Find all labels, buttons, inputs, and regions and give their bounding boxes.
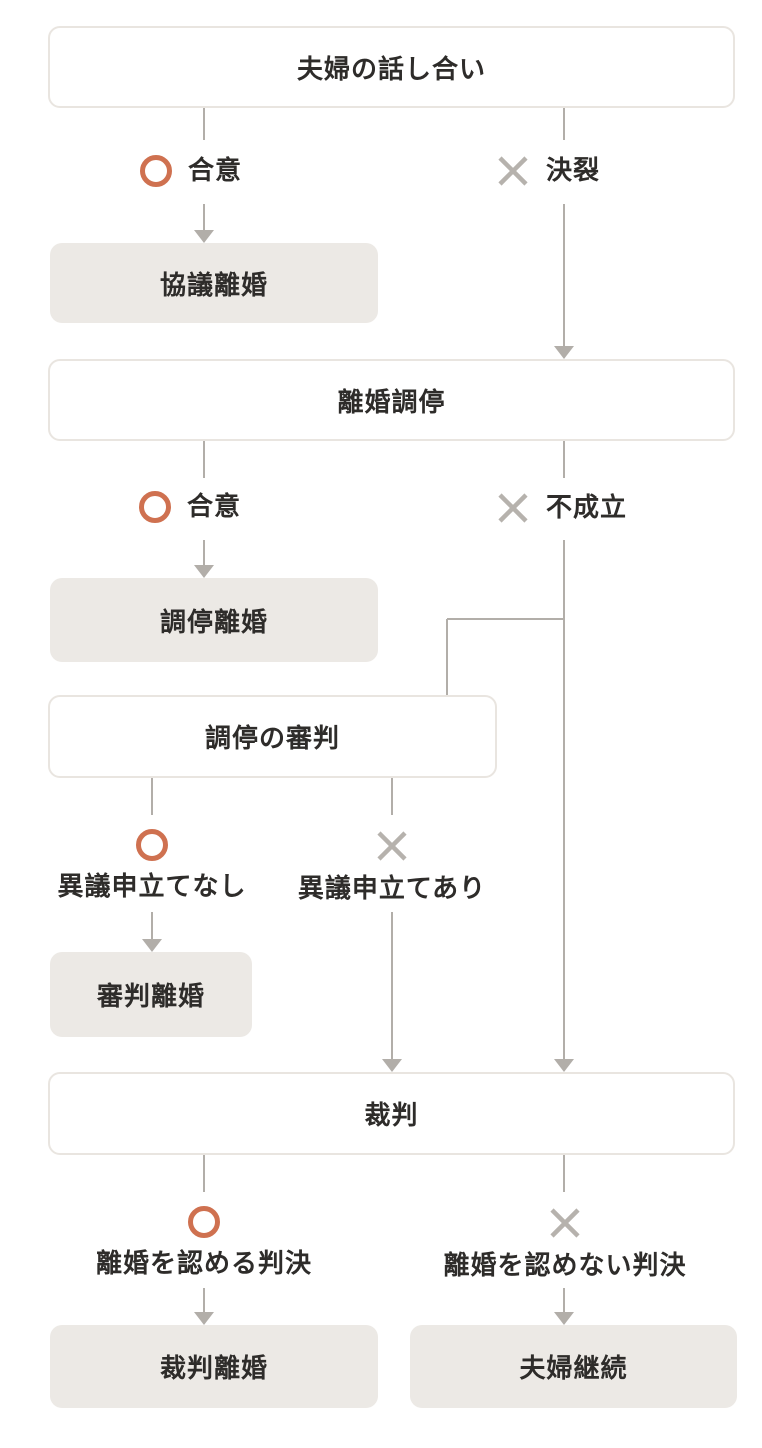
arrowhead-icon	[142, 939, 162, 952]
connector-line	[151, 912, 153, 941]
flow-node-chotei-no-shinpan: 調停の審判	[48, 695, 497, 778]
flow-node-shinpan-rikon: 審判離婚	[50, 952, 252, 1037]
connector-line	[203, 540, 205, 567]
flow-node-fuufu-no-hanashiai: 夫婦の話し合い	[48, 26, 735, 108]
elbow-connector-line	[446, 619, 448, 697]
branch-goui-1: 合意	[140, 155, 242, 187]
branch-label: 離婚を認める判決	[95, 1248, 312, 1278]
branch-label: 決裂	[546, 155, 601, 186]
arrowhead-icon	[194, 1312, 214, 1325]
flow-node-chotei-rikon: 調停離婚	[50, 578, 378, 662]
connector-line	[203, 1155, 205, 1192]
flow-node-label: 夫婦の話し合い	[296, 53, 486, 84]
connector-line	[563, 204, 565, 348]
branch-goui-2: 合意	[139, 491, 241, 523]
cross-marker-icon	[377, 831, 407, 861]
branch-label: 合意	[188, 155, 243, 186]
arrowhead-icon	[382, 1059, 402, 1072]
cross-marker-icon	[498, 493, 528, 523]
branch-igi-nashi: 異議申立てなし	[0, 829, 312, 902]
circle-marker-icon	[139, 491, 171, 523]
flow-node-kyougi-rikon: 協議離婚	[50, 243, 378, 323]
arrowhead-icon	[194, 565, 214, 578]
flow-node-label: 調停離婚	[159, 606, 268, 637]
connector-line	[203, 1288, 205, 1314]
connector-line	[391, 778, 393, 815]
branch-fuseiritsu: 不成立	[496, 491, 627, 525]
branch-label: 異議申立てなし	[57, 871, 247, 901]
circle-marker-icon	[136, 829, 168, 861]
flow-node-label: 離婚調停	[337, 386, 446, 417]
connector-line	[203, 204, 205, 232]
branch-label: 不成立	[546, 492, 628, 523]
elbow-connector-line	[447, 618, 565, 620]
flow-node-saiban-rikon: 裁判離婚	[50, 1325, 378, 1408]
flow-node-fuufu-keizoku: 夫婦継続	[410, 1325, 737, 1408]
arrowhead-icon	[194, 230, 214, 243]
connector-line	[151, 778, 153, 815]
branch-label: 離婚を認めない判決	[443, 1250, 687, 1280]
flow-node-label: 夫婦継続	[519, 1353, 628, 1383]
circle-marker-icon	[140, 155, 172, 187]
cross-marker-icon	[550, 1208, 580, 1238]
branch-igi-ari: 異議申立てあり	[232, 829, 552, 904]
flow-node-label: 裁判離婚	[159, 1353, 268, 1383]
connector-line	[563, 441, 565, 478]
connector-line	[563, 540, 565, 1061]
arrowhead-icon	[554, 1312, 574, 1325]
connector-line	[203, 441, 205, 478]
flow-node-label: 調停の審判	[204, 723, 340, 753]
branch-ketsuretsu: 決裂	[496, 154, 600, 188]
branch-mitomenai: 離婚を認めない判決	[405, 1206, 725, 1281]
flow-node-label: 協議離婚	[159, 269, 268, 300]
flow-node-rikon-chotei: 離婚調停	[48, 359, 735, 441]
branch-label: 合意	[187, 491, 242, 522]
cross-marker-icon	[498, 156, 528, 186]
connector-line	[563, 1288, 565, 1314]
connector-line	[203, 108, 205, 140]
flow-node-label: 裁判	[364, 1100, 419, 1130]
arrowhead-icon	[554, 346, 574, 359]
branch-mitomeru: 離婚を認める判決	[44, 1206, 364, 1279]
connector-line	[563, 108, 565, 140]
flow-node-label: 審判離婚	[96, 981, 205, 1011]
connector-line	[391, 912, 393, 1061]
circle-marker-icon	[188, 1206, 220, 1238]
flow-node-saiban: 裁判	[48, 1072, 735, 1155]
connector-line	[563, 1155, 565, 1192]
branch-label: 異議申立てあり	[297, 873, 487, 903]
arrowhead-icon	[554, 1059, 574, 1072]
